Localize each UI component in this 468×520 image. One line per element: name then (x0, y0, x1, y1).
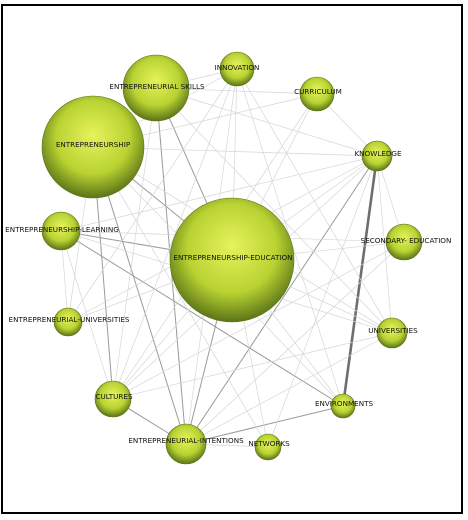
label-layer: INNOVATION ENTREPRENEURIAL SKILLS CURRICUL… (5, 63, 451, 448)
node-secondary-education[interactable] (385, 223, 423, 261)
edge-universities-entrepreneurial_intentions (185, 332, 393, 445)
node-label-knowledge: KNOWLEDGE (354, 149, 402, 158)
node-label-curriculum: CURRICULUM (294, 87, 342, 96)
node-innovation[interactable] (219, 51, 255, 87)
node-environments[interactable] (330, 393, 356, 419)
edge-networks-knowledge (267, 155, 378, 448)
edge-entrepreneurship-networks (92, 146, 269, 448)
node-entrepreneurship-learning[interactable] (41, 211, 81, 251)
node-label-environments: ENVIRONMENTS (315, 399, 373, 408)
edge-innovation-cultures (112, 68, 238, 400)
node-label-networks: NETWORKS (248, 439, 290, 448)
node-layer (41, 51, 423, 465)
edge-entrepreneurial_skills-cultures (112, 87, 157, 400)
node-label-innovation: INNOVATION (215, 63, 260, 72)
node-label-entrepreneurship: ENTREPRENEURSHIP (56, 140, 131, 149)
node-entrepreneurship[interactable] (41, 95, 145, 199)
edge-entrepreneurial_skills-knowledge (155, 87, 378, 157)
node-label-universities: UNIVERSITIES (368, 326, 418, 335)
edge-knowledge-entrepreneurial_intentions (185, 155, 378, 445)
node-entrepreneurial-universities[interactable] (53, 307, 83, 337)
node-label-secondary-education: SECONDARY- EDUCATION (361, 236, 452, 245)
edge-entrepreneurship-entrepreneurial_intentions (92, 146, 187, 445)
edge-secondary_education-cultures (112, 241, 405, 400)
node-label-entrepreneurial-universities: ENTREPRENEURIAL-UNIVERSITIES (9, 315, 130, 324)
node-networks[interactable] (254, 433, 282, 461)
edge-entrepreneurship_learning-environments (60, 230, 344, 407)
node-knowledge[interactable] (361, 140, 393, 172)
node-label-cultures: CULTURES (95, 392, 132, 401)
edge-entrepreneurial_intentions-environments (185, 405, 344, 445)
node-cultures[interactable] (94, 380, 132, 418)
node-label-entrepreneurship-learning: ENTREPRENEURSHIP-LEARNING (5, 225, 119, 234)
edge-knowledge-universities (376, 155, 393, 334)
edge-innovation-entrepreneurial_universities (67, 68, 238, 323)
edge-entrepreneurship_learning-knowledge (60, 155, 378, 232)
edge-cultures-entrepreneurship_learning (60, 230, 114, 400)
node-entrepreneurial-intentions[interactable] (165, 423, 207, 465)
node-curriculum[interactable] (299, 76, 335, 112)
edge-knowledge-environments (341, 155, 379, 407)
node-entrepreneurship-education[interactable] (169, 197, 295, 323)
node-entrepreneurial-skills[interactable] (122, 54, 190, 122)
node-label-entrepreneurial-skills: ENTREPRENEURIAL SKILLS (109, 82, 205, 91)
node-universities[interactable] (376, 317, 408, 349)
edge-entrepreneurial_skills-universities (155, 87, 393, 334)
node-label-entrepreneurial-intentions: ENTREPRENEURIAL-INTENTIONS (128, 436, 244, 445)
node-label-entrepreneurship-education: ENTREPRENEURSHIP-EDUCATION (174, 253, 293, 262)
